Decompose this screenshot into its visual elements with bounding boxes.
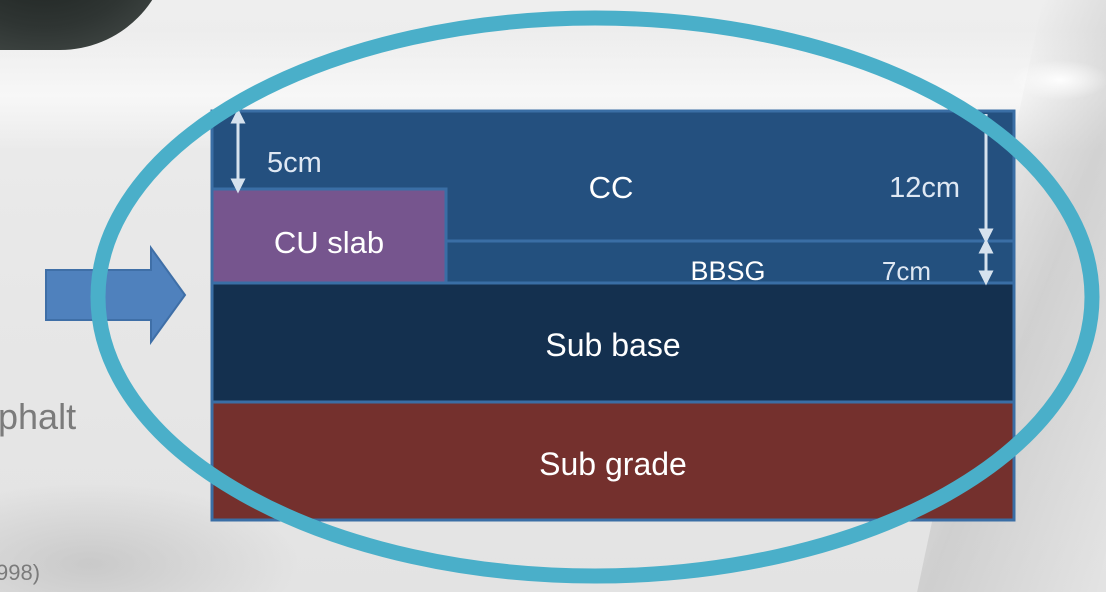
bbsg-layer: [444, 239, 1016, 285]
bbsg-layer-label: BBSG: [690, 256, 765, 286]
partial-text-word: phalt: [0, 396, 77, 437]
bbsg-dimension-label: 7cm: [882, 256, 931, 286]
cu-slab-label: CU slab: [274, 225, 384, 260]
cu-slab-layer: [210, 187, 448, 285]
sub-base-layer-label: Sub base: [545, 327, 680, 363]
cc-dimension-label: 12cm: [889, 172, 960, 204]
partial-text-year: 998): [0, 560, 41, 585]
highlight-ellipse: [90, 10, 1100, 584]
sub-grade-layer-label: Sub grade: [539, 446, 687, 482]
cc-layer-label: CC: [589, 170, 634, 205]
background-highlight: [1010, 60, 1106, 100]
right-arrow-icon: [45, 244, 187, 346]
layer-stack: [210, 109, 1016, 522]
cu-slab-dimension-label: 5cm: [267, 147, 322, 179]
